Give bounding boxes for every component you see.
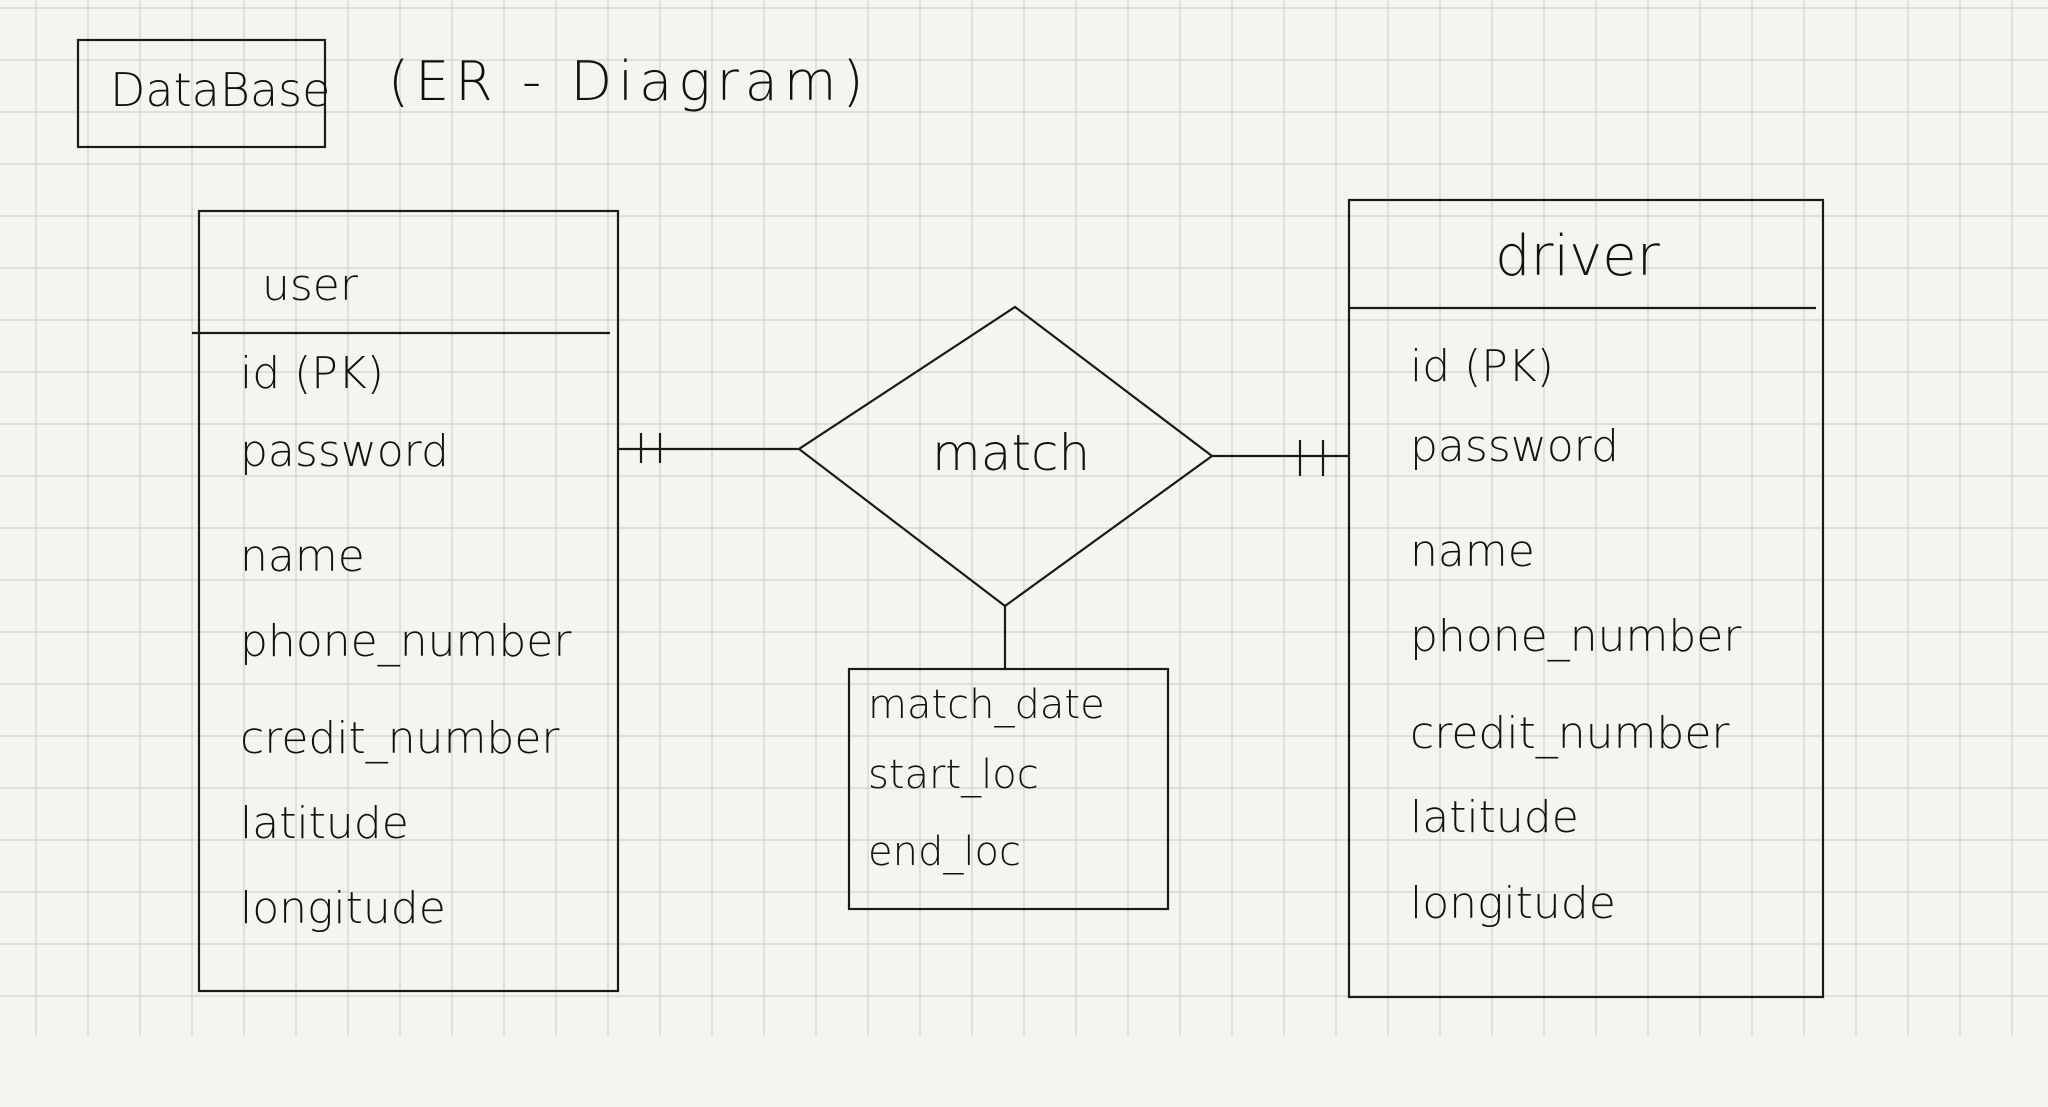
entity-user: user id (PK) password name phone_numbercred… [192, 209, 620, 993]
relationship-name: match [932, 424, 1090, 482]
entity-attribute: password [240, 426, 449, 477]
relationship-attribute-list: match_date start_loc end_loc [868, 682, 1105, 875]
connector-user-match [618, 433, 799, 463]
entity-attribute: name [240, 531, 365, 582]
connector-match-driver [1212, 440, 1349, 476]
entity-attribute: longitude [240, 883, 446, 934]
entity-attribute: longitude [1410, 878, 1616, 929]
entity-driver-box [1347, 198, 1825, 999]
entity-driver-attributes: id (PK) password name phone_number credit_nu… [1410, 341, 1742, 929]
relationship-attributes: match_date start_loc end_loc [847, 667, 1170, 911]
title-box: DataBase [76, 38, 330, 149]
entity-attribute: id (PK) [1410, 341, 1554, 392]
entity-attribute: credit_number [1410, 708, 1730, 759]
entity-attribute: phone_number [240, 616, 572, 667]
entity-driver: driver id (PK) password name phone_numbercr… [1347, 198, 1825, 999]
entity-attribute: name [1410, 526, 1535, 577]
relationship-attributes-box [847, 667, 1170, 911]
relationship-attribute: start_loc [868, 752, 1039, 798]
relationship-match: match [797, 305, 1214, 608]
entity-attribute: latitude [240, 798, 409, 849]
entity-user-attributes: id (PK) password name phone_number credit_nu… [240, 348, 572, 934]
entity-attribute: id (PK) [240, 348, 384, 399]
entity-driver-name: driver [1495, 224, 1660, 289]
entity-attribute: password [1410, 421, 1619, 472]
graph-paper-grid [0, 0, 2048, 1036]
relationship-attribute: match_date [868, 682, 1105, 728]
entity-user-name: user [262, 260, 359, 311]
relationship-attribute: end_loc [868, 829, 1021, 875]
diagram-subtitle: (ER - Diagram) [388, 50, 870, 113]
entity-user-box [197, 209, 620, 993]
entity-attribute: latitude [1410, 792, 1579, 843]
entity-attribute: credit_number [240, 713, 560, 764]
entity-attribute: phone_number [1410, 611, 1742, 662]
title-label: DataBase [110, 63, 330, 117]
